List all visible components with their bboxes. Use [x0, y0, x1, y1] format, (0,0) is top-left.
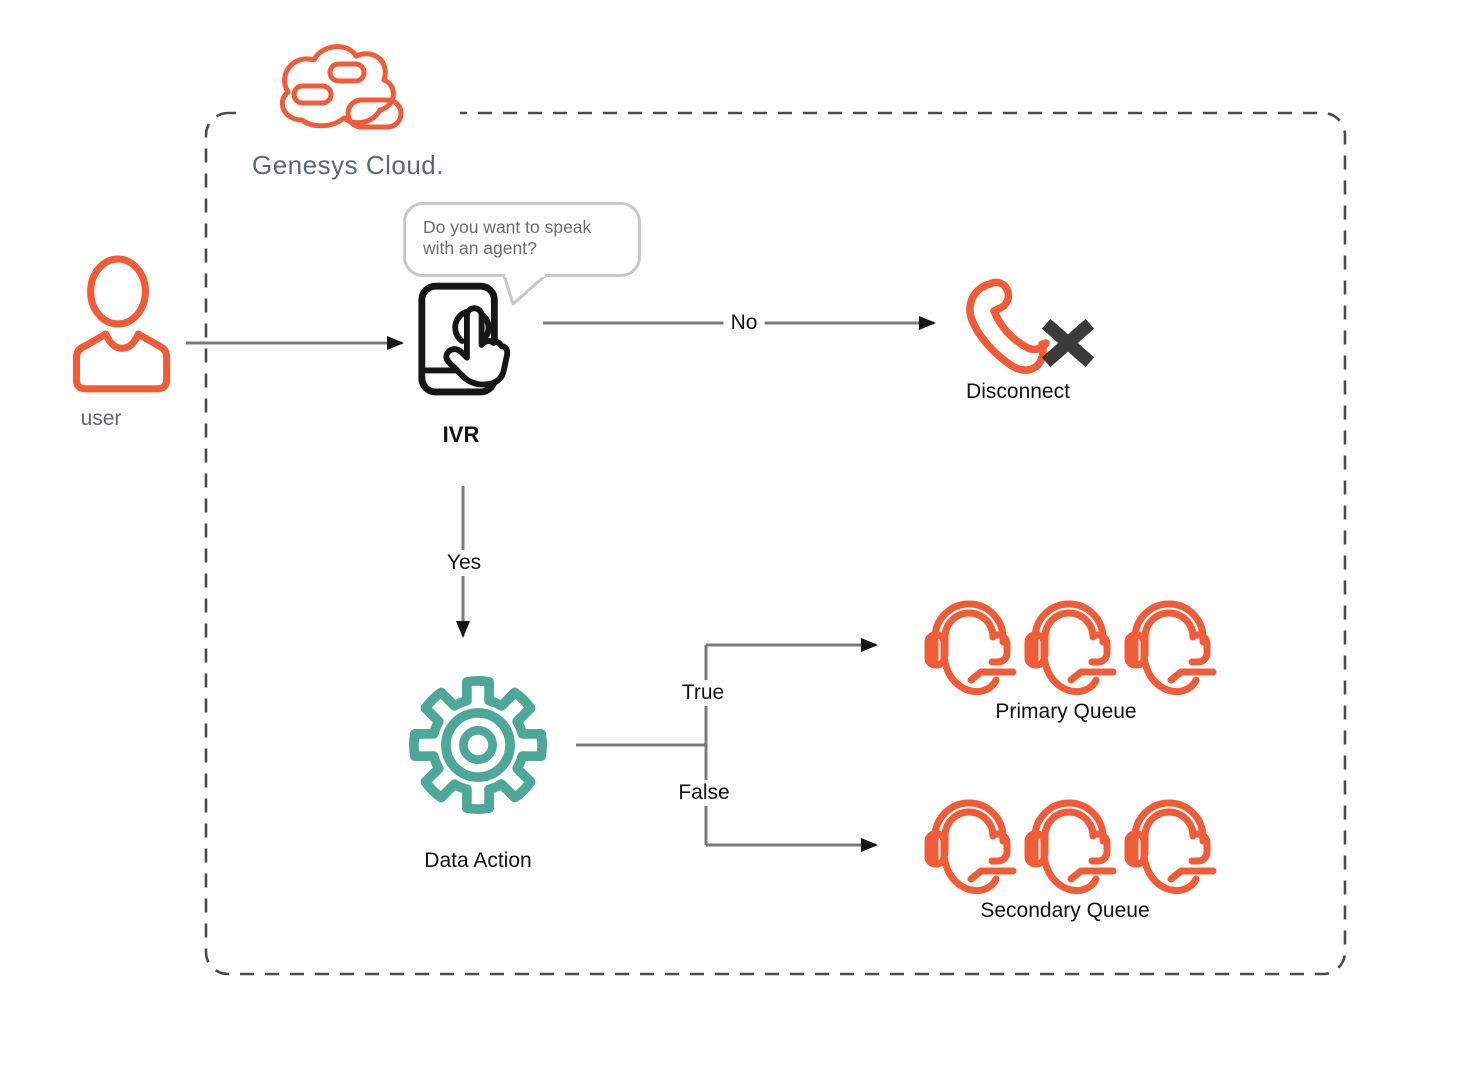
edge-label-yes: Yes — [439, 550, 489, 576]
speech-bubble-tail — [502, 273, 547, 306]
headset-icon — [1021, 790, 1117, 898]
gear-icon — [409, 676, 547, 814]
genesys-cloud-logo-block: Genesys Cloud. — [236, 26, 460, 192]
speech-bubble-text: Do you want to speak with an agent? — [423, 217, 592, 259]
headset-icon — [1021, 591, 1117, 699]
headset-icon — [921, 790, 1017, 898]
headset-icon — [1121, 591, 1217, 699]
primary-queue-label: Primary Queue — [995, 700, 1137, 723]
cloud-icon — [279, 44, 404, 130]
disconnect-phone-icon — [966, 278, 1050, 374]
primary-queue-icons — [921, 591, 1217, 699]
edge-label-false: False — [671, 780, 737, 806]
genesys-cloud-label: Genesys Cloud. — [252, 150, 444, 180]
disconnect-label: Disconnect — [966, 380, 1070, 403]
headset-icon — [1121, 790, 1217, 898]
ivr-phone-icon — [418, 282, 511, 396]
speech-bubble: Do you want to speak with an agent? — [403, 202, 641, 277]
user-icon — [72, 255, 171, 393]
user-label: user — [80, 407, 122, 430]
secondary-queue-icons — [921, 790, 1217, 898]
secondary-queue-label: Secondary Queue — [980, 899, 1150, 922]
ivr-label: IVR — [442, 422, 480, 447]
edge-label-true: True — [674, 680, 732, 706]
data-action-label: Data Action — [424, 849, 532, 872]
x-icon — [1041, 318, 1095, 368]
edge-label-no: No — [723, 310, 765, 336]
headset-icon — [921, 591, 1017, 699]
